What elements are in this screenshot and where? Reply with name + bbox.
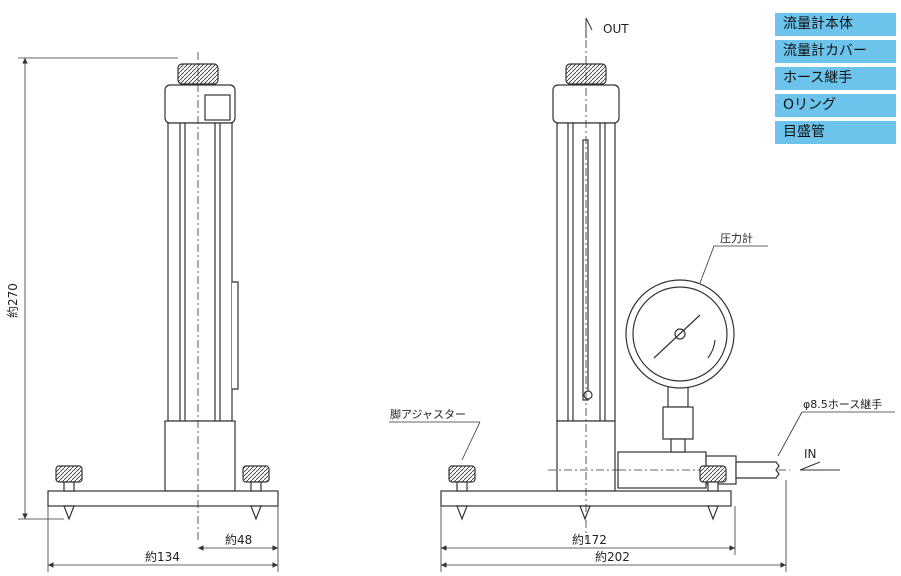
front-view xyxy=(440,24,790,540)
base-plate xyxy=(47,490,279,507)
hose-barb xyxy=(735,461,780,479)
dimension-height: 約270 xyxy=(5,283,20,318)
dimension-total-width: 約202 xyxy=(595,549,630,564)
label-pressure-gauge: 圧力計 xyxy=(720,231,753,245)
in-arrow-icon xyxy=(799,461,840,471)
side-view-dimensions xyxy=(18,57,279,572)
flowmeter-body xyxy=(167,122,233,422)
legend-item-flowmeter-body[interactable]: 流量計本体 xyxy=(775,13,896,36)
dimension-foot-span: 約172 xyxy=(572,532,607,547)
dimension-offset: 約48 xyxy=(225,532,252,547)
legend-item-hose-joint[interactable]: ホース継手 xyxy=(775,67,896,90)
label-in: IN xyxy=(804,447,817,461)
legend-item-o-ring[interactable]: Oリング xyxy=(775,94,896,117)
leader-lines xyxy=(389,245,895,461)
label-hose-joint: φ8.5ホース継手 xyxy=(803,397,882,411)
front-view-dimensions xyxy=(440,480,787,572)
parts-legend: 流量計本体 流量計カバー ホース継手 Oリング 目盛管 xyxy=(775,13,896,148)
out-arrow-icon xyxy=(585,17,593,38)
dimension-left-width: 約134 xyxy=(145,549,180,564)
legend-item-flowmeter-cover[interactable]: 流量計カバー xyxy=(775,40,896,63)
side-view xyxy=(47,52,279,540)
base-block xyxy=(164,420,236,492)
label-leg-adjuster: 脚アジャスター xyxy=(390,407,466,421)
label-out: OUT xyxy=(603,22,629,36)
legend-item-scale-tube[interactable]: 目盛管 xyxy=(775,121,896,144)
